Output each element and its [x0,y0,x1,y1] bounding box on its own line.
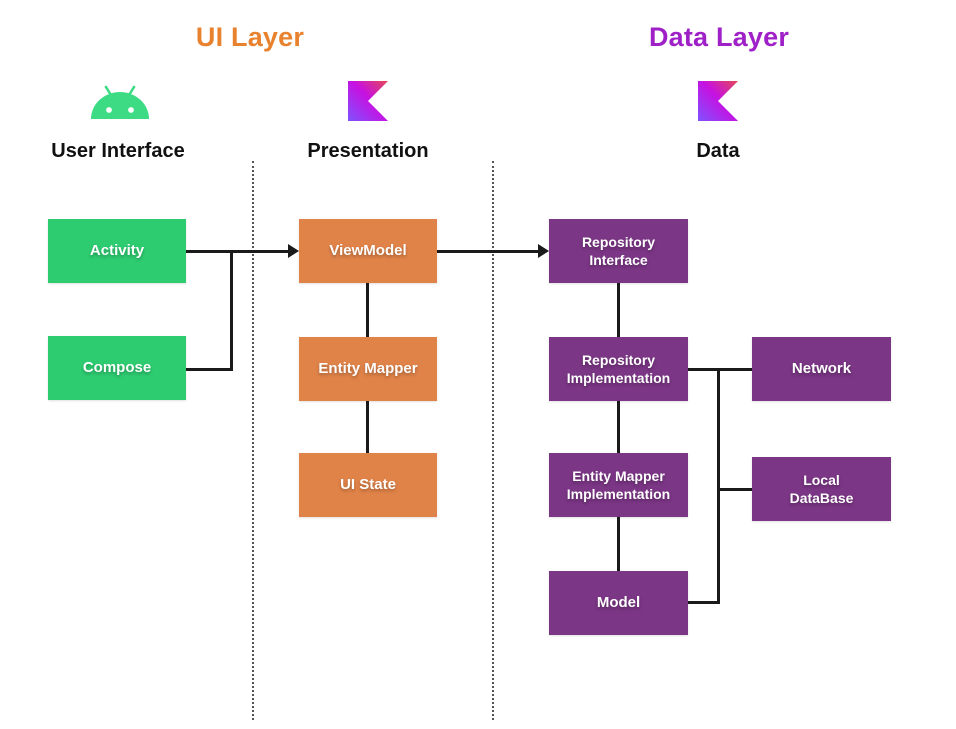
node-label: Network [791,360,852,378]
kotlin-icon [348,81,388,121]
connector-repo-interface-to-impl [617,283,620,337]
arrow-right-icon [538,244,549,258]
node-network: Network [752,337,891,401]
node-local-database: Local DataBase [752,457,891,521]
node-entity-mapper-implementation: Entity Mapper Implementation [549,453,688,517]
data-layer-title: Data Layer [648,22,790,52]
node-label: Entity Mapper [572,467,665,484]
node-label: Compose [82,359,152,377]
node-label: Interface [589,252,648,268]
column-header-data: Data [696,140,740,162]
connector-data-junction [717,368,720,604]
node-viewmodel: ViewModel [299,219,437,283]
node-label: Entity Mapper [318,360,418,378]
connector-ui-junction [230,250,233,371]
connector-viewmodel-to-repository [437,250,538,253]
node-activity: Activity [48,219,186,283]
node-ui-state: UI State [299,453,437,517]
node-repository-interface: Repository Interface [549,219,688,283]
node-label: Implementation [566,370,671,386]
node-label: DataBase [789,490,854,506]
node-label: UI State [340,476,396,494]
connector-repo-impl-to-network [688,368,752,371]
node-label: Repository [581,233,656,250]
node-label: Model [596,594,641,612]
node-label: Repository [581,351,656,368]
connector-viewmodel-to-entity-mapper [366,283,369,337]
connector-to-local-database [720,488,752,491]
node-label: ViewModel [329,242,407,260]
node-label: Local [803,471,840,488]
column-header-presentation: Presentation [307,140,429,162]
column-divider-right [492,161,494,720]
node-label: Activity [89,242,145,260]
connector-model-branch [688,601,720,604]
connector-entity-mapper-to-ui-state [366,401,369,453]
node-label: Implementation [566,486,671,502]
ui-layer-title: UI Layer [195,22,305,52]
kotlin-icon [698,81,738,121]
node-model: Model [549,571,688,635]
column-header-user-interface: User Interface [51,140,185,162]
connector-activity-to-viewmodel [186,250,289,253]
node-repository-implementation: Repository Implementation [549,337,688,401]
connector-repo-impl-to-entity-mapper-impl [617,401,620,453]
column-divider-left [252,161,254,720]
android-icon [91,85,149,119]
connector-compose-branch [186,368,233,371]
arrow-right-icon [288,244,299,258]
connector-entity-mapper-impl-to-model [617,517,620,571]
node-entity-mapper: Entity Mapper [299,337,437,401]
node-compose: Compose [48,336,186,400]
